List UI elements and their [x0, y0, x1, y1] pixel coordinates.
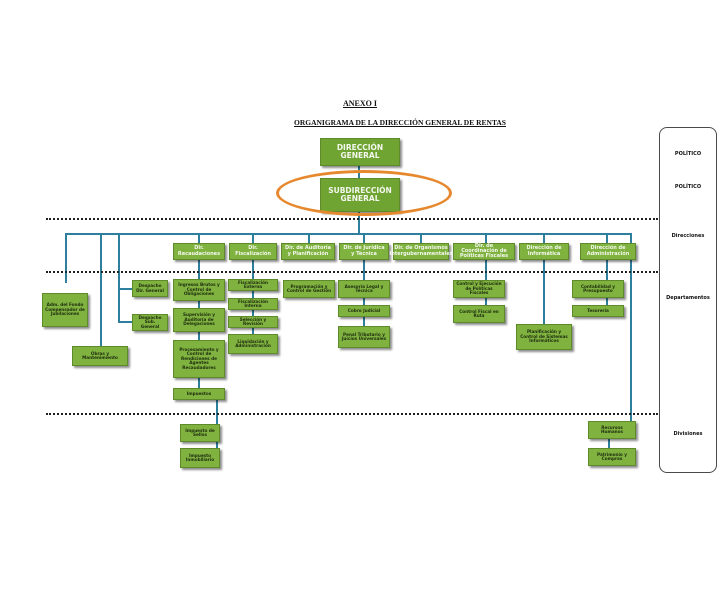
box-dep-asesoria: Asesoría Legal y Técnica — [338, 280, 390, 298]
connector — [118, 288, 132, 290]
box-dep-ingresos-brutos: Ingresos Brutos y Control de Obligacione… — [173, 279, 225, 301]
connector — [216, 434, 218, 456]
connector — [118, 233, 120, 323]
level-separator — [46, 271, 658, 273]
box-adm-fondo: Adm. del Fondo Compensador de Jubilacion… — [42, 293, 88, 327]
connector — [630, 233, 632, 423]
connector — [308, 233, 310, 243]
box-dep-planificacion: Planificación y Control de Sistemas Info… — [516, 324, 572, 350]
box-dep-cobro-judicial: Cobro Judicial — [338, 305, 390, 317]
legend-politico-2: POLÍTICO — [674, 184, 702, 190]
connector — [65, 233, 631, 235]
connector — [543, 260, 545, 328]
box-dir-auditoria: Dir. de Auditoría y Planificación — [281, 243, 335, 260]
box-dep-seleccion: Selección y Revisión — [228, 316, 278, 328]
box-dep-procesamiento: Procesamiento y Control de Rendiciones d… — [173, 340, 225, 378]
connector — [608, 436, 610, 456]
highlight-ellipse — [276, 170, 452, 216]
chart-title: ORGANIGRAMA DE LA DIRECCIÓN GENERAL DE R… — [294, 118, 506, 127]
connector — [485, 233, 487, 243]
box-div-sellos: Impuesto de Sellos — [180, 424, 220, 442]
box-dep-control-ejecucion: Control y Ejecución de Políticas Fiscale… — [453, 280, 505, 298]
connector — [543, 233, 545, 243]
legend-departamentos: Departamentos — [666, 295, 710, 301]
legend-politico-1: POLÍTICO — [674, 151, 702, 157]
connector — [100, 233, 102, 351]
connector — [216, 398, 218, 436]
box-dep-supervision: Supervisión y Auditoría de Delegaciones — [173, 308, 225, 332]
connector — [65, 233, 67, 283]
connector — [358, 212, 360, 234]
box-dep-impuestos: Impuestos — [173, 388, 225, 400]
box-despacho-sub: Despacho Sub. General — [132, 314, 168, 331]
level-separator — [46, 218, 658, 220]
box-despacho-dir: Despacho Dir. General — [132, 280, 168, 297]
box-dep-fisc-interna: Fiscalización Interna — [228, 298, 278, 310]
box-dir-informatica: Dirección de Informática — [519, 243, 569, 260]
box-dep-fisc-externa: Fiscalización Externa — [228, 279, 278, 291]
box-div-inmobiliario: Impuesto Inmobiliario — [180, 448, 220, 468]
box-dep-tesoreria: Tesorería — [572, 305, 624, 317]
connector — [118, 321, 132, 323]
box-dir-administracion: Dirección de Administración — [580, 243, 636, 260]
connector — [363, 233, 365, 243]
legend-frame — [659, 127, 717, 473]
box-direccion-general: DIRECCIÓN GENERAL — [320, 138, 400, 166]
connector — [252, 233, 254, 243]
box-dir-coordinacion: Dir. de Coordinación de Políticas Fiscal… — [453, 243, 515, 260]
box-dir-organismos: Dir. de Organismos Intergubernamentales — [389, 243, 453, 260]
connector — [606, 233, 608, 243]
box-dep-penal: Penal Tributario y Juicios Universales — [338, 326, 390, 348]
box-dep-control-ruta: Control Fiscal en Ruta — [453, 305, 505, 323]
box-dir-juridica: Dir. de Jurídica y Técnica — [339, 243, 389, 260]
box-dep-liquidacion: Liquidación y Administración — [228, 334, 278, 354]
box-dep-contabilidad: Contabilidad y Presupuesto — [572, 280, 624, 298]
level-separator — [46, 413, 658, 415]
box-dir-recaudaciones: Dir. Recaudaciones — [173, 243, 225, 260]
box-obras: Obras y Mantenimiento — [72, 346, 128, 366]
legend-direcciones: Direcciones — [671, 233, 705, 239]
connector — [363, 260, 365, 338]
connector — [420, 233, 422, 243]
box-div-recursos-humanos: Recursos Humanos — [588, 421, 636, 439]
legend-divisiones: Divisiones — [673, 431, 703, 437]
box-dep-programacion: Programación y Control de Gestión — [283, 280, 335, 298]
box-dir-fiscalizacion: Dir. Fiscalización — [229, 243, 277, 260]
connector — [198, 233, 200, 243]
annex-label: ANEXO I — [342, 99, 377, 108]
box-div-patrimonio: Patrimonio y Compras — [588, 448, 636, 466]
